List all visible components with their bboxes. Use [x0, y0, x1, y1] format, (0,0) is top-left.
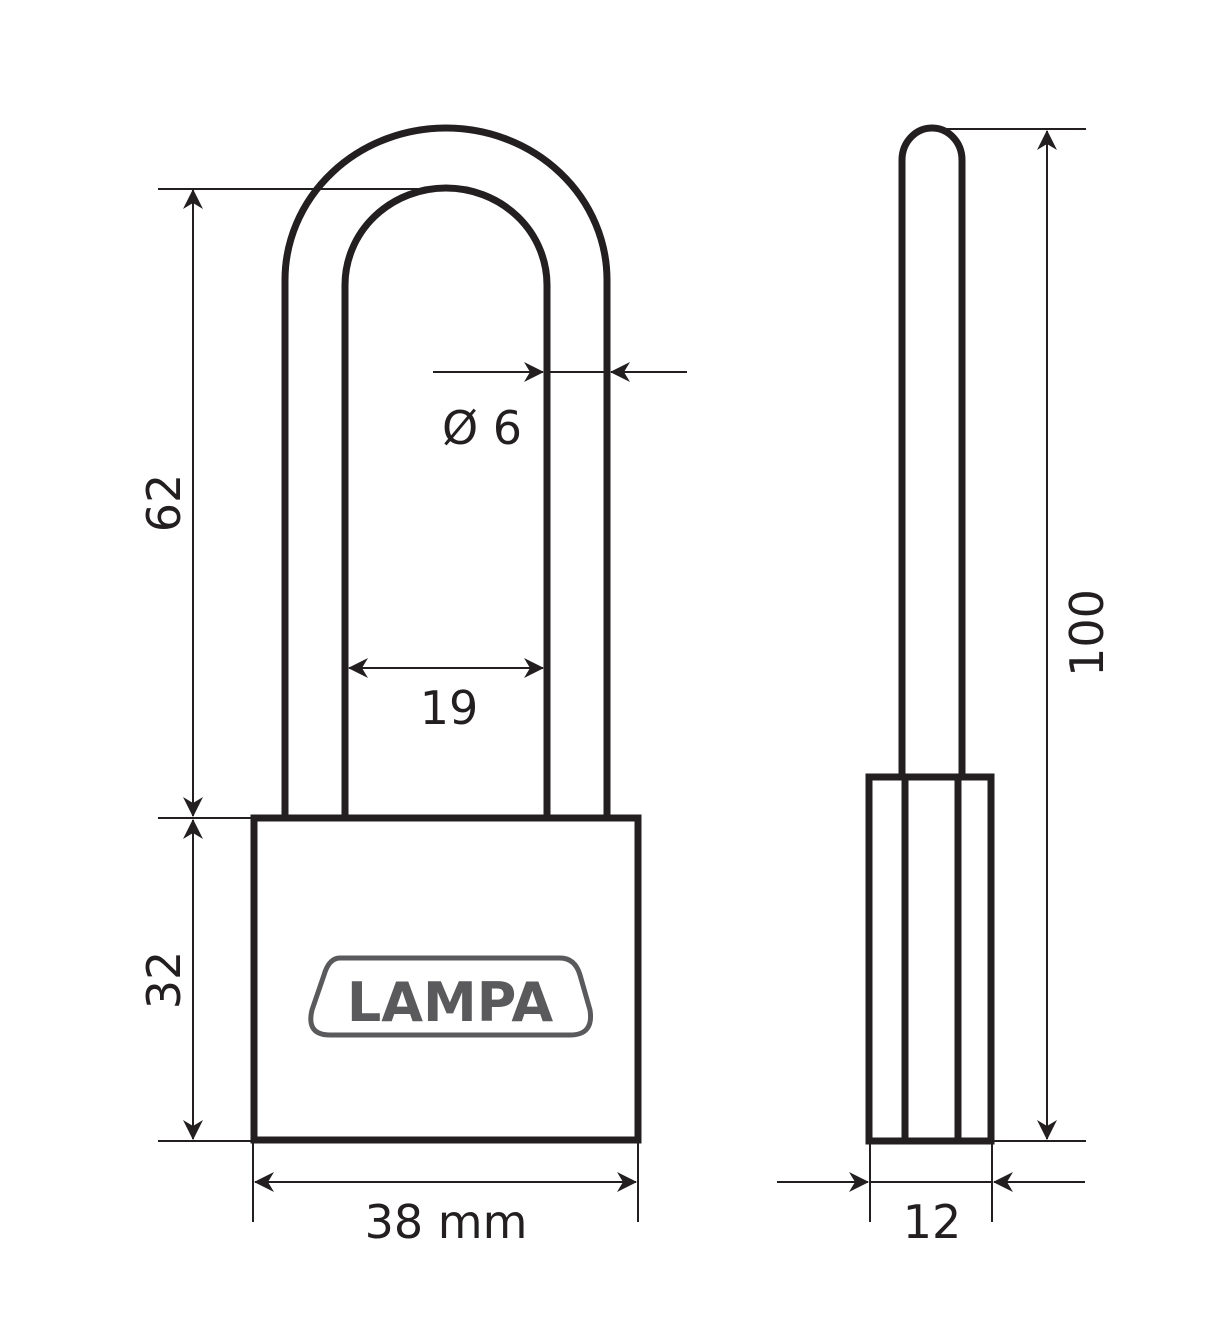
shackle-side — [898, 124, 966, 776]
dimension-label-shackle-height: 62 — [137, 474, 191, 533]
shackle-inner — [341, 184, 551, 817]
shackle-outer — [281, 124, 611, 817]
dimension-label-total-height: 100 — [1060, 589, 1114, 677]
lampa-logo: LAMPA — [308, 955, 594, 1038]
logo-text: LAMPA — [347, 971, 554, 1034]
dimension-label-shackle-diameter: Ø 6 — [442, 401, 522, 455]
dimension-label-body-width: 38 mm — [365, 1195, 528, 1249]
side-view: 100 12 — [777, 124, 1114, 1249]
dimension-label-body-thickness: 12 — [903, 1195, 962, 1249]
dimension-label-shackle-inner-width: 19 — [420, 681, 479, 735]
lock-body — [250, 814, 642, 1144]
front-view: LAMPA 62 32 38 mm 19 Ø 6 — [137, 124, 687, 1249]
dimension-label-body-height: 32 — [137, 951, 191, 1010]
lock-body-side — [865, 773, 995, 1145]
